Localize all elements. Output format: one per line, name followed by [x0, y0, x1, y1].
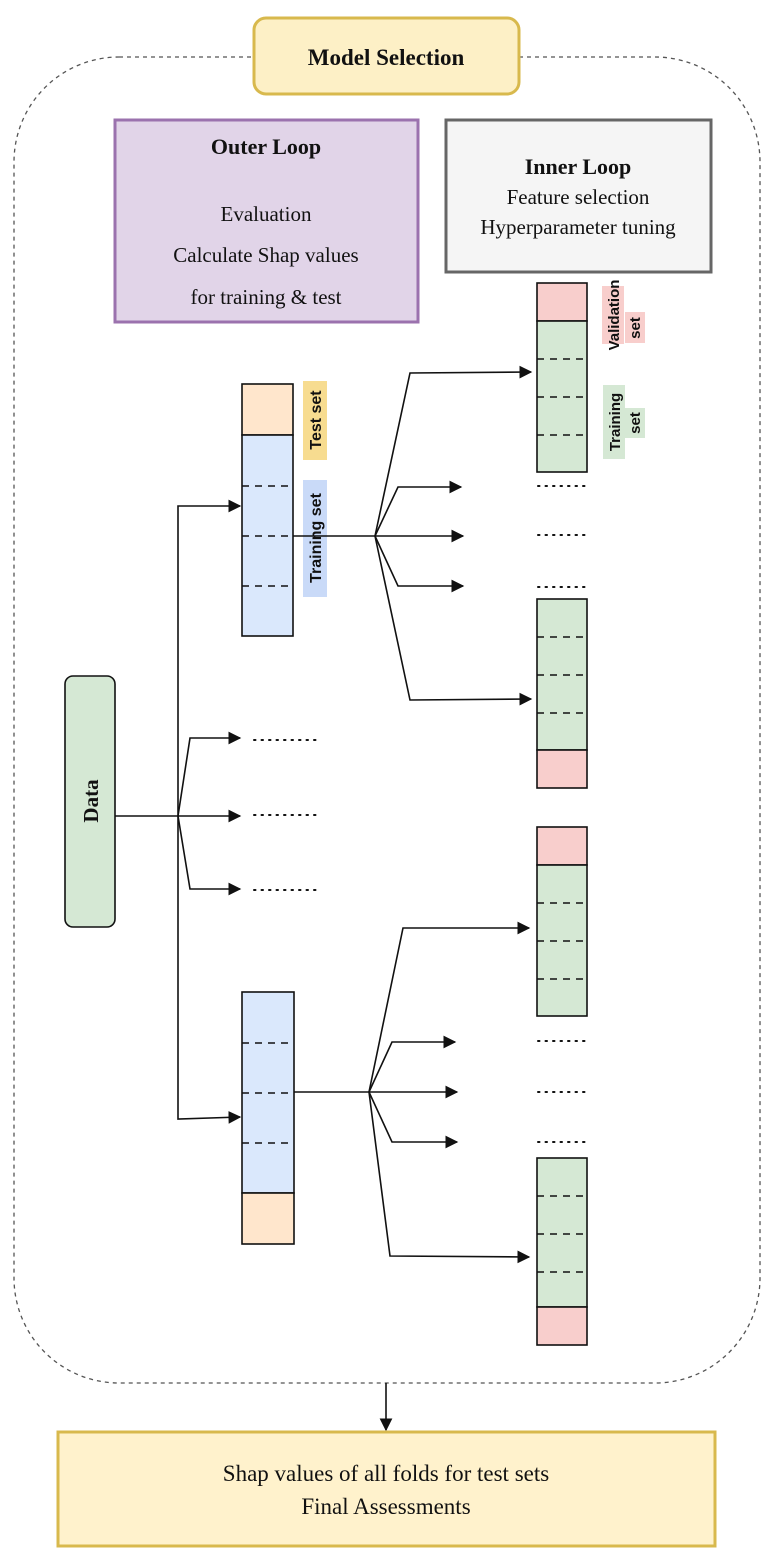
- outer-fold-k: [241, 991, 295, 1245]
- fold-to-inner-edge: [374, 535, 533, 706]
- outer-loop-line-3: for training & test: [190, 285, 341, 309]
- validation-label-line-1: Validation: [606, 280, 623, 351]
- inner-training-tag-2: [625, 408, 645, 438]
- training-set-label: Training set: [308, 492, 325, 582]
- inner-loop-box: Inner Loop Feature selection Hyperparame…: [444, 118, 713, 274]
- inner-training-label-line-1: Training: [607, 393, 624, 451]
- inner-loop-shape: [444, 118, 713, 274]
- inner-loop-heading: Inner Loop: [525, 154, 632, 179]
- outer-fold-1: Test set Training set: [241, 381, 327, 637]
- test-set-block: [241, 1192, 295, 1245]
- outer-loop-line-1: Evaluation: [221, 202, 312, 226]
- inner-loop-line-1: Feature selection: [507, 185, 650, 209]
- data-to-fold-edge: [177, 499, 242, 816]
- fold-to-inner-edge: [374, 365, 533, 537]
- inner-fold-k: [536, 598, 588, 789]
- inner-fold-1-bottom: [536, 826, 588, 1017]
- data-to-fold-edge: [177, 816, 242, 1124]
- model-selection-title-box: Model Selection: [252, 16, 521, 96]
- validation-set-block: [536, 1306, 588, 1346]
- fold-to-inner-edge: [368, 1091, 531, 1264]
- test-set-block: [241, 383, 294, 436]
- final-box-shape: [56, 1430, 717, 1548]
- validation-set-tag: [602, 286, 624, 344]
- inner-training-label-line-2: set: [627, 412, 644, 434]
- outer-loop-heading: Outer Loop: [211, 134, 321, 159]
- inner-training-block: [536, 1157, 588, 1308]
- inner-edges-top: [293, 365, 533, 706]
- outer-loop-box: Outer Loop Evaluation Calculate Shap val…: [113, 118, 420, 324]
- final-line-1: Shap values of all folds for test sets: [223, 1461, 549, 1486]
- data-edges: [115, 499, 242, 1124]
- outer-loop-shape: [113, 118, 420, 324]
- data-node: Data: [64, 675, 116, 928]
- training-set-tag: [303, 480, 327, 597]
- fold-to-inner-edge: [368, 1035, 457, 1093]
- validation-set-tag-2: [625, 312, 645, 343]
- page-title: Model Selection: [308, 45, 465, 70]
- fold-to-inner-edge: [368, 1091, 459, 1149]
- inner-fold-k-bottom: [536, 1157, 588, 1346]
- test-set-label: Test set: [308, 390, 325, 450]
- data-to-fold-edge: [177, 731, 242, 817]
- data-to-fold-edge: [177, 815, 242, 896]
- title-box-shape: [252, 16, 521, 96]
- inner-fold-1: Validation set Training set: [536, 280, 645, 473]
- inner-training-tag: [603, 385, 625, 459]
- fold-to-inner-edge: [374, 535, 465, 593]
- final-assessment-box: Shap values of all folds for test sets F…: [56, 1430, 717, 1548]
- data-node-shape: [64, 675, 116, 928]
- test-set-tag: [303, 381, 327, 460]
- final-line-2: Final Assessments: [301, 1494, 470, 1519]
- validation-set-block: [536, 282, 588, 322]
- fold-to-inner-edge: [374, 480, 463, 537]
- validation-label-line-2: set: [627, 317, 644, 339]
- inner-edges-bottom: [294, 921, 531, 1264]
- validation-set-block: [536, 826, 588, 866]
- outer-loop-line-2: Calculate Shap values: [173, 243, 358, 267]
- data-label: Data: [79, 779, 103, 823]
- validation-set-block: [536, 749, 588, 789]
- fold-to-inner-edge: [368, 921, 531, 1093]
- inner-loop-line-2: Hyperparameter tuning: [480, 215, 676, 239]
